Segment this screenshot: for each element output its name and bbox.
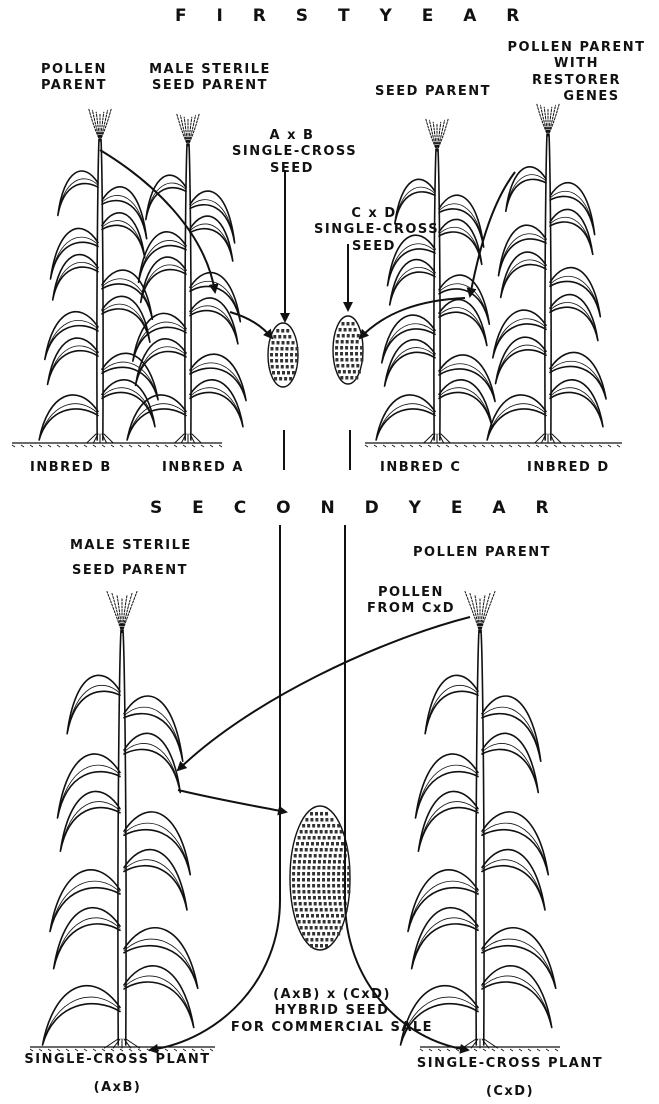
- inbred-d-label: INBRED D: [527, 460, 610, 476]
- single-cross-cxd-plant: [401, 592, 556, 1049]
- inbred-c-plant: [376, 118, 495, 443]
- pollen-cxd-to-axb-arrow: [178, 617, 470, 770]
- first-year-heading: F I R S T Y E A R: [175, 6, 531, 27]
- c-ear-to-seed-arrow: [360, 298, 465, 338]
- hybrid-seed-ear: [290, 806, 350, 950]
- single-cross-plant-axb-label: SINGLE-CROSS PLANT(AxB): [0, 1052, 235, 1097]
- inbred-b-label: INBRED B: [30, 460, 112, 476]
- inbred-a-label: INBRED A: [162, 460, 244, 476]
- pollen-parent-label: POLLEN PARENT: [402, 545, 562, 561]
- cxd-seed-ear: [333, 316, 363, 384]
- axb-seed-to-plant-arrow: [150, 525, 280, 1050]
- single-cross-axb-plant: [43, 592, 198, 1049]
- inbred-d-plant: [487, 103, 606, 443]
- inbred-c-label: INBRED C: [380, 460, 461, 476]
- second-year-heading: S E C O N D Y E A R: [150, 498, 561, 519]
- seed-parent-c-label: SEED PARENT: [368, 84, 498, 100]
- axb-seed-ear: [268, 323, 298, 387]
- axb-ear-to-hybrid-arrow: [178, 790, 286, 812]
- single-cross-plant-cxd-label: SINGLE-CROSS PLANT(CxD): [380, 1056, 640, 1101]
